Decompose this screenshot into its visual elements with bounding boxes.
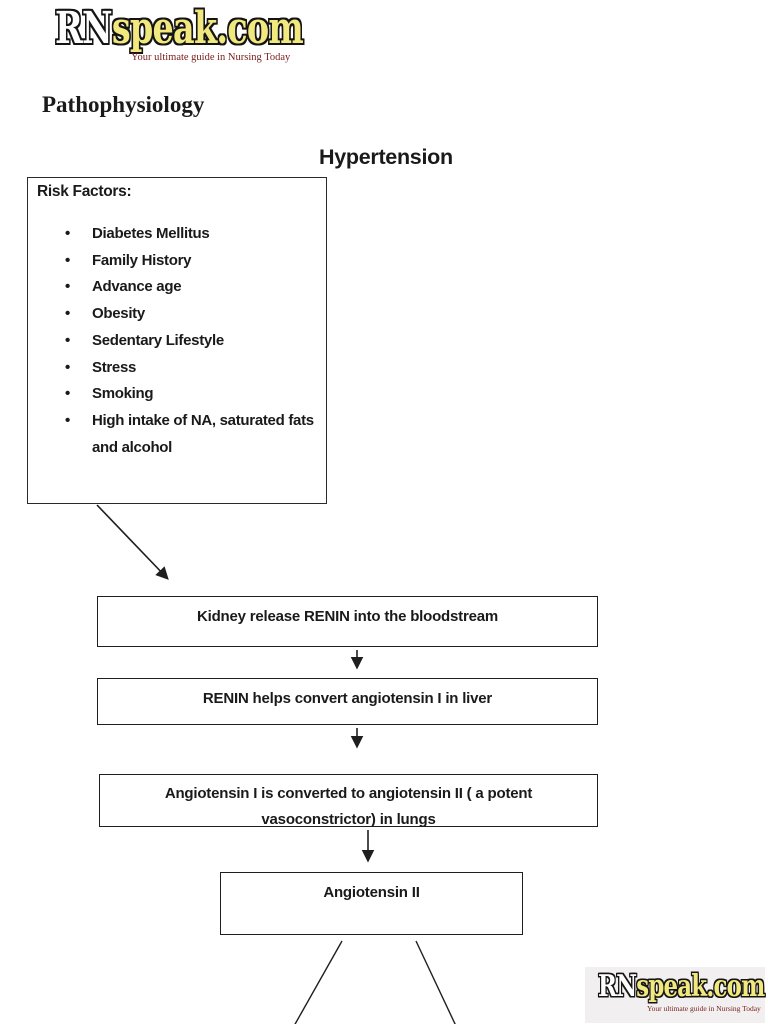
risk-factor-item: Family History (65, 248, 317, 275)
risk-factors-list: Diabetes Mellitus Family History Advance… (65, 221, 317, 461)
logo-rn-part: RN (598, 969, 637, 1004)
flow-step-text: Kidney release RENIN into the bloodstrea… (196, 608, 499, 625)
risk-factor-item: High intake of NA, saturated fats and al… (65, 408, 317, 461)
logo-tagline: Your ultimate guide in Nursing Today (131, 52, 291, 63)
flow-step-text: Angiotensin II (323, 884, 420, 901)
risk-factor-item: Stress (65, 355, 317, 382)
section-heading: Pathophysiology (42, 92, 205, 117)
logo-rn-part: RN (55, 3, 113, 54)
diagram-title: Hypertension (319, 145, 453, 169)
flow-step-text: RENIN helps convert angiotensin I in liv… (202, 690, 493, 707)
flow-step-box: RENIN helps convert angiotensin I in liv… (97, 678, 598, 725)
risk-factor-item: Smoking (65, 381, 317, 408)
risk-factor-item: Sedentary Lifestyle (65, 328, 317, 355)
branch-line-left (294, 940, 343, 1024)
branch-line-right (415, 940, 456, 1024)
flow-step-box: Angiotensin I is converted to angiotensi… (99, 774, 598, 828)
risk-factor-item: Advance age (65, 274, 317, 301)
footer-logo-text: RNspeak.com (598, 969, 765, 1004)
risk-factor-item: Obesity (65, 301, 317, 328)
arrow-riskbox-to-step1 (96, 504, 169, 580)
logo-speak-part: speak.com (111, 3, 304, 54)
logo-speak-part: speak.com (636, 969, 765, 1004)
risk-factors-heading: Risk Factors: (37, 183, 132, 200)
flow-step-box: Angiotensin II (220, 872, 523, 935)
rnspeak-logo: RNspeak.com Your ultimate guide in Nursi… (55, 3, 381, 63)
rnspeak-logo-text: RNspeak.com (55, 3, 304, 54)
footer-logo-tagline: Your ultimate guide in Nursing Today (647, 1004, 761, 1013)
footer-rnspeak-logo: RNspeak.com Your ultimate guide in Nursi… (585, 967, 765, 1023)
risk-factors-box: Risk Factors: Diabetes Mellitus Family H… (27, 177, 327, 504)
risk-factor-item: Diabetes Mellitus (65, 221, 317, 248)
flow-step-box: Kidney release RENIN into the bloodstrea… (97, 596, 598, 647)
flow-step-text: Angiotensin I is converted to angiotensi… (164, 785, 533, 828)
